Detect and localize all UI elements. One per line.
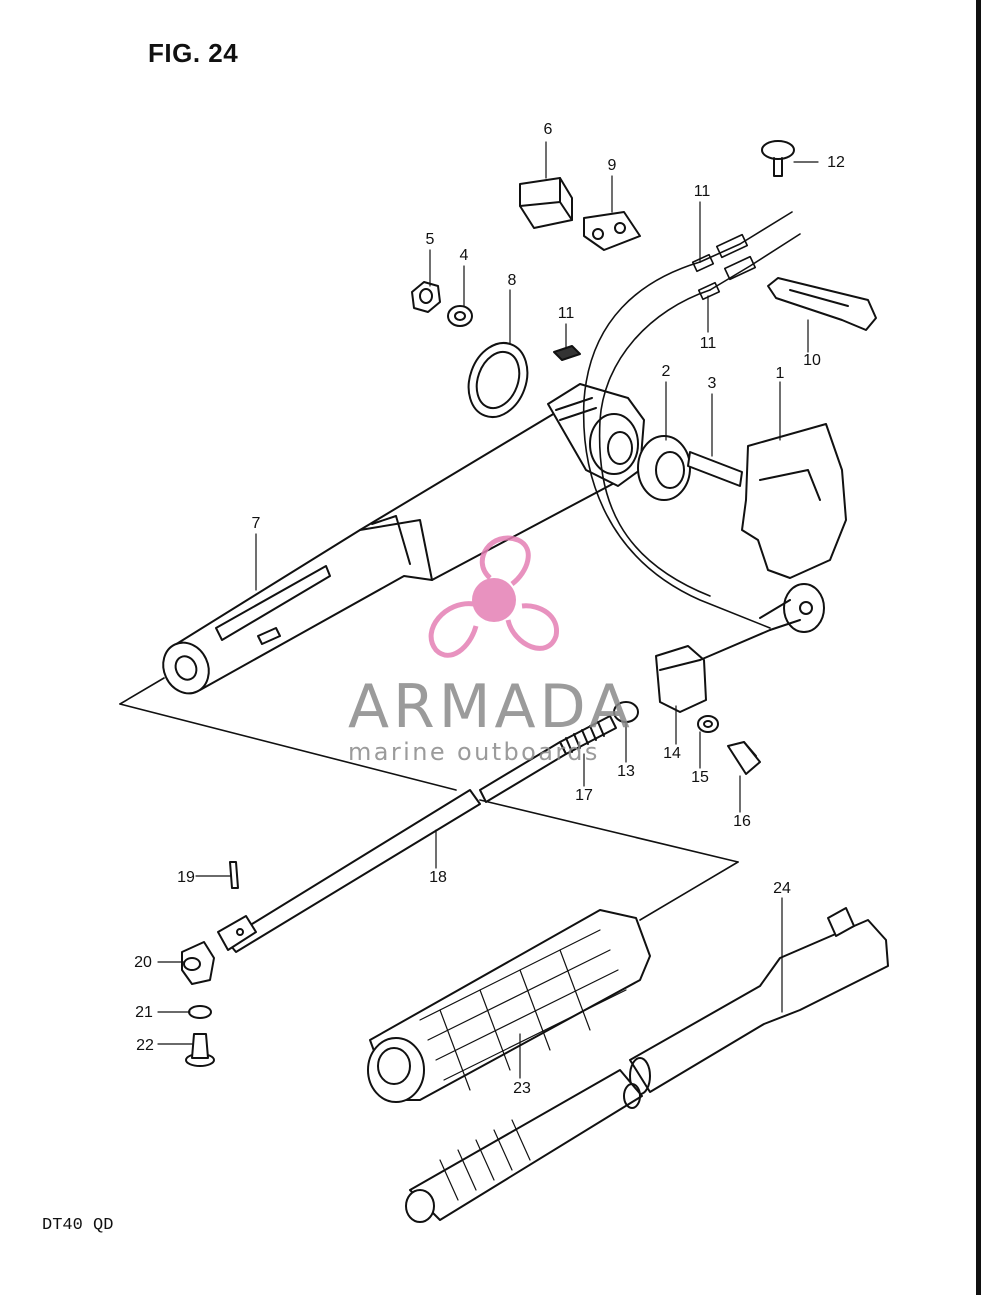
callout-18: 18 (429, 869, 447, 886)
callout-11-lower: 11 (699, 335, 717, 352)
callout-21: 21 (135, 1004, 153, 1021)
part-10-bracket (767, 277, 877, 331)
part-5-nut (411, 281, 441, 313)
part-11-cables (582, 211, 801, 629)
callout-10: 10 (803, 352, 821, 369)
part-15-washer (697, 715, 719, 733)
page-edge-border (976, 0, 981, 1295)
part-12-screw (761, 140, 795, 177)
part-3-stud (687, 451, 743, 487)
callout-23: 23 (513, 1080, 531, 1097)
part-1-cover (741, 423, 847, 579)
watermark-brand-subtitle: marine outboards (348, 738, 600, 766)
callout-17: 17 (575, 787, 593, 804)
callout-22: 22 (136, 1037, 154, 1054)
part-6-grommet (519, 177, 573, 229)
callout-12: 12 (827, 154, 845, 171)
part-23-grip (367, 909, 651, 1103)
part-14-holder (655, 629, 771, 713)
part-16-bolt (727, 741, 761, 775)
part-24-extension (405, 907, 889, 1223)
part-4-washer (447, 305, 473, 327)
part-8-ring (467, 342, 529, 418)
part-22-screw (185, 1033, 215, 1067)
callout-20: 20 (134, 954, 152, 971)
watermark-brand-name: ARMADA (348, 672, 634, 742)
callout-1: 1 (775, 365, 785, 382)
leader-lines (157, 141, 819, 1079)
callout-11-upper: 11 (693, 183, 711, 200)
part-7-tiller-arm (162, 383, 645, 695)
callout-5: 5 (425, 231, 435, 248)
part-21-lock-washer (188, 1005, 212, 1019)
callout-24: 24 (773, 880, 791, 897)
callout-2: 2 (661, 363, 671, 380)
callout-16: 16 (733, 813, 751, 830)
part-9-grommet (583, 211, 641, 251)
figure-title: FIG. 24 (148, 38, 239, 68)
callout-6: 6 (543, 121, 553, 138)
part-19-pin (229, 861, 239, 889)
model-code: DT40 QD (42, 1216, 114, 1235)
part-18-shaft (217, 741, 567, 953)
callout-13: 13 (617, 763, 635, 780)
callout-8: 8 (507, 272, 517, 289)
assembly-outline (119, 677, 739, 921)
callout-3: 3 (707, 375, 717, 392)
callout-19: 19 (177, 869, 195, 886)
callout-9: 9 (607, 157, 617, 174)
throttle-cam-assembly (759, 583, 825, 633)
part-2-bushing (637, 435, 691, 501)
part-20-collar (181, 941, 215, 985)
callout-4: 4 (459, 247, 469, 264)
callout-14: 14 (663, 745, 681, 762)
callout-11-key: 11 (557, 305, 575, 322)
propeller-icon (428, 535, 559, 658)
callout-15: 15 (691, 769, 709, 786)
part-11-key (553, 345, 581, 361)
callout-7: 7 (251, 515, 261, 532)
